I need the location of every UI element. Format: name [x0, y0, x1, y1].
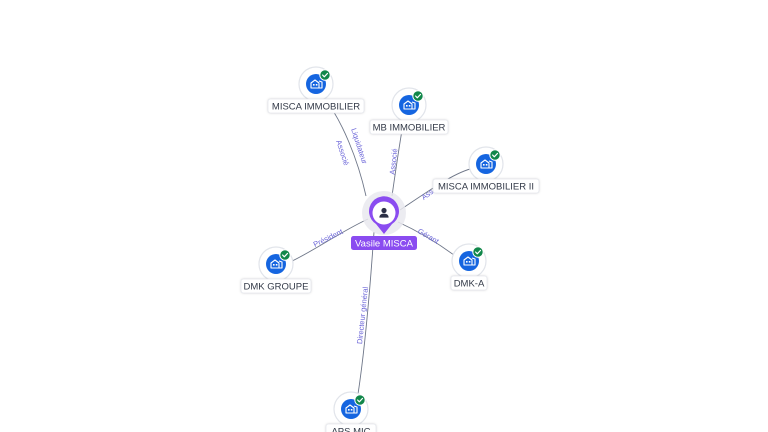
- edge-dmk-groupe: [289, 218, 369, 263]
- company-label-bg: [267, 98, 365, 114]
- company-node-misca-immobilier-ii[interactable]: MISCA IMMOBILIER II: [432, 146, 540, 194]
- company-name: MISCA IMMOBILIER: [272, 102, 360, 113]
- edge-label-mb-immobilier: Associé: [388, 148, 400, 175]
- check-icon: [279, 249, 291, 261]
- check-icon: [472, 246, 484, 258]
- company-name: APS MIC: [331, 427, 370, 432]
- person-icon: [379, 207, 389, 218]
- edge-label-misca-immobilier: Liquidateur: [349, 127, 369, 166]
- company-node-dmk-groupe[interactable]: DMK GROUPE: [240, 246, 312, 294]
- edge-label-dmk-groupe: Président: [312, 227, 345, 249]
- edge-label-misca-immobilier: Associé: [334, 139, 351, 167]
- company-label-bg: [450, 275, 488, 291]
- company-node-dmk-a[interactable]: DMK-A: [450, 243, 488, 291]
- company-name: MB IMMOBILIER: [373, 123, 446, 134]
- company-name: DMK-A: [454, 279, 485, 290]
- check-icon: [412, 90, 424, 102]
- company-label-bg: [432, 178, 540, 194]
- company-name: DMK GROUPE: [244, 282, 309, 293]
- company-name: MISCA IMMOBILIER II: [438, 182, 534, 193]
- nodes-layer: MISCA IMMOBILIER MB IMMOBILIER MISCA IMMOB…: [240, 66, 540, 432]
- person-name: Vasile MISCA: [355, 239, 414, 250]
- check-icon: [354, 394, 366, 406]
- person-label-bg: [351, 236, 417, 250]
- check-icon: [489, 149, 501, 161]
- edge-label-aps-mic: Directeur général: [355, 286, 370, 344]
- company-label-bg: [240, 278, 312, 294]
- company-node-aps-mic[interactable]: APS MIC: [325, 391, 377, 432]
- company-label-bg: [325, 423, 377, 432]
- company-node-misca-immobilier[interactable]: MISCA IMMOBILIER: [267, 66, 365, 114]
- center-node[interactable]: Vasile MISCA: [351, 191, 417, 250]
- check-icon: [319, 69, 331, 81]
- company-node-mb-immobilier[interactable]: MB IMMOBILIER: [369, 87, 449, 135]
- edge-aps-mic: [357, 231, 375, 395]
- company-label-bg: [369, 119, 449, 135]
